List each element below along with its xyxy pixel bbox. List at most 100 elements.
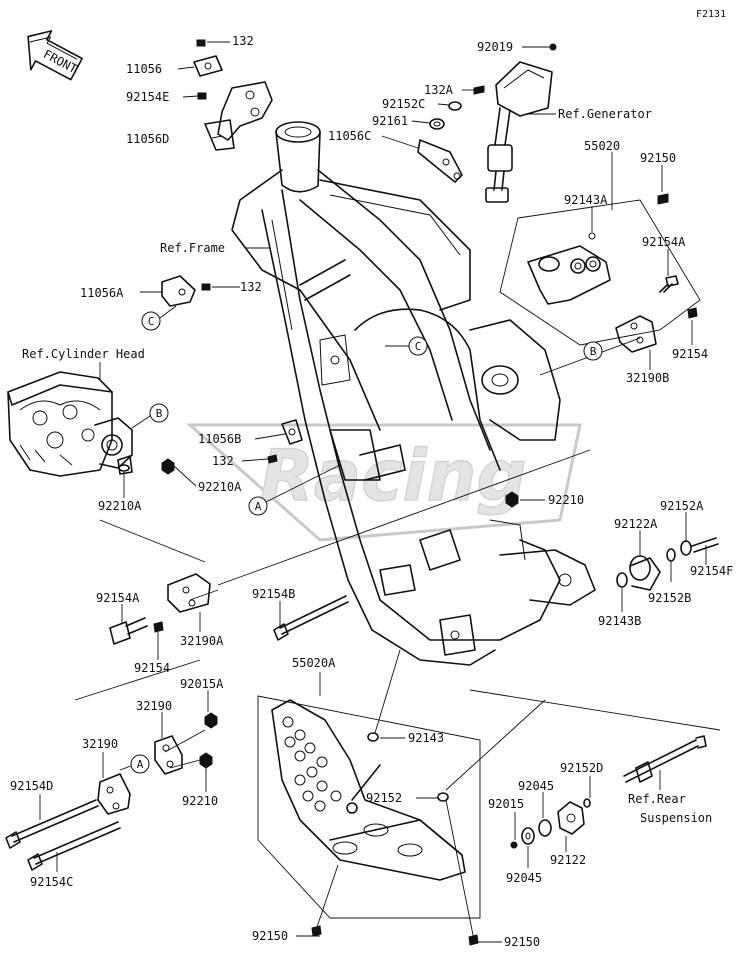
label-92045-upper: 92045 [518, 779, 554, 793]
callout-B-left: B [131, 403, 169, 429]
label-11056C: 11056C [328, 129, 371, 143]
label-92154A-right: 92154A [642, 235, 686, 249]
label-92150-bottom-left: 92150 [252, 929, 288, 943]
nut-92210 [505, 491, 519, 508]
label-11056D: 11056D [126, 132, 169, 146]
label-92161: 92161 [372, 114, 408, 128]
svg-text:B: B [590, 345, 597, 358]
label-92154F: 92154F [690, 564, 733, 578]
label-92152D: 92152D [560, 761, 603, 775]
callout-A-lower: A [119, 754, 150, 774]
part-labels: 132 11056 92154E 11056D 92019 132A 92152… [10, 34, 733, 949]
label-92210A-left: 92210A [98, 499, 142, 513]
label-ref-cylinder-head: Ref.Cylinder Head [22, 347, 145, 361]
bolt-92154A-right [659, 275, 679, 293]
bracket-11056B [267, 419, 303, 464]
label-ref-rear: Ref.Rear [628, 792, 686, 806]
diagram-code: F2131 [696, 9, 726, 20]
label-92210-lower: 92210 [182, 794, 218, 808]
label-92154B: 92154B [252, 587, 295, 601]
nut-92210A [161, 458, 175, 475]
label-ref-frame: Ref.Frame [160, 241, 225, 255]
bracket-11056-top [193, 55, 223, 77]
bolt-92154-left [153, 621, 164, 633]
label-92152B: 92152B [648, 591, 691, 605]
label-55020: 55020 [584, 139, 620, 153]
label-92019: 92019 [477, 40, 513, 54]
label-92154C: 92154C [30, 875, 73, 889]
label-32190-upper: 32190 [136, 699, 172, 713]
label-11056A: 11056A [80, 286, 124, 300]
skid-plate-55020A [257, 649, 546, 946]
label-92154-right: 92154 [672, 347, 708, 361]
label-suspension: Suspension [640, 811, 712, 825]
bolt-92154B [273, 595, 349, 641]
label-92154-left: 92154 [134, 661, 170, 675]
label-92045-lower: 92045 [506, 871, 542, 885]
callout-B-right: B [583, 341, 603, 361]
label-11056-top: 11056 [126, 62, 162, 76]
washers-132A-92152C-92161 [429, 85, 485, 130]
label-132A: 132A [424, 83, 454, 97]
front-arrow-label: FRONT [41, 47, 79, 76]
mount-plate-32190B [615, 315, 657, 353]
label-92154D: 92154D [10, 779, 53, 793]
label-132-mid: 132 [240, 280, 262, 294]
label-92122: 92122 [550, 853, 586, 867]
skid-plate-holes [282, 716, 423, 857]
clamp-11056C [417, 139, 463, 183]
label-92143B: 92143B [598, 614, 641, 628]
bolt-132-top [196, 39, 206, 47]
watermark: Racing [186, 423, 582, 542]
leader-lines [39, 41, 707, 943]
svg-text:B: B [156, 407, 163, 420]
bolt-92154-right [687, 307, 698, 319]
chain-guide-55020 [499, 193, 701, 346]
frame [231, 121, 596, 666]
bolt-92154D [5, 799, 99, 849]
label-32190-lower: 32190 [82, 737, 118, 751]
callout-C-mid: C [385, 336, 428, 356]
front-arrow: FRONT [27, 30, 83, 81]
rear-suspension-hardware [510, 735, 707, 849]
label-92154A-left: 92154A [96, 591, 140, 605]
label-92210: 92210 [548, 493, 584, 507]
bolt-92154C [27, 821, 121, 871]
label-132-top: 132 [232, 34, 254, 48]
label-132-lower: 132 [212, 454, 234, 468]
label-92152C: 92152C [382, 97, 425, 111]
plate-32190-lower [97, 773, 131, 815]
label-ref-generator: Ref.Generator [558, 107, 652, 121]
label-92152A: 92152A [660, 499, 704, 513]
label-11056B: 11056B [198, 432, 241, 446]
generator-harness [485, 43, 557, 203]
label-92143: 92143 [408, 731, 444, 745]
plate-32190-upper [154, 712, 218, 775]
label-92122A: 92122A [614, 517, 658, 531]
cylinder-head [7, 371, 133, 477]
label-32190A: 32190A [180, 634, 224, 648]
label-92150-bottom-right: 92150 [504, 935, 540, 949]
watermark-text: Racing [260, 435, 527, 517]
label-55020A: 55020A [292, 656, 336, 670]
label-92015: 92015 [488, 797, 524, 811]
svg-text:A: A [137, 758, 144, 771]
label-92015A: 92015A [180, 677, 224, 691]
bracket-11056D [204, 81, 273, 151]
callout-C-top: C [141, 305, 177, 331]
svg-text:A: A [255, 500, 262, 513]
svg-text:C: C [415, 340, 422, 353]
label-92150-top: 92150 [640, 151, 676, 165]
callout-A-mid: A [248, 464, 341, 516]
bolt-92154E [197, 92, 207, 100]
label-92210A-mid: 92210A [198, 480, 242, 494]
bolt-92154A-left [109, 617, 148, 645]
bracket-11056A [161, 275, 211, 307]
label-92154E: 92154E [126, 90, 169, 104]
label-32190B: 32190B [626, 371, 669, 385]
label-92143A: 92143A [564, 193, 608, 207]
svg-text:C: C [148, 315, 155, 328]
label-92152: 92152 [366, 791, 402, 805]
